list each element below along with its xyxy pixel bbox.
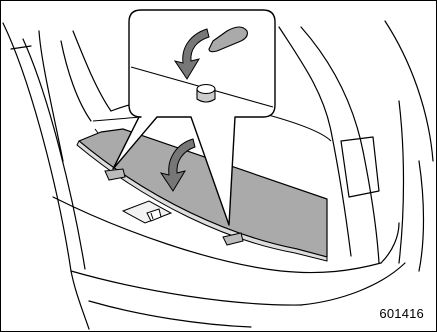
figure-number: 601416 xyxy=(379,306,424,321)
right-hook xyxy=(223,233,243,245)
hook-peg-icon xyxy=(197,85,215,103)
